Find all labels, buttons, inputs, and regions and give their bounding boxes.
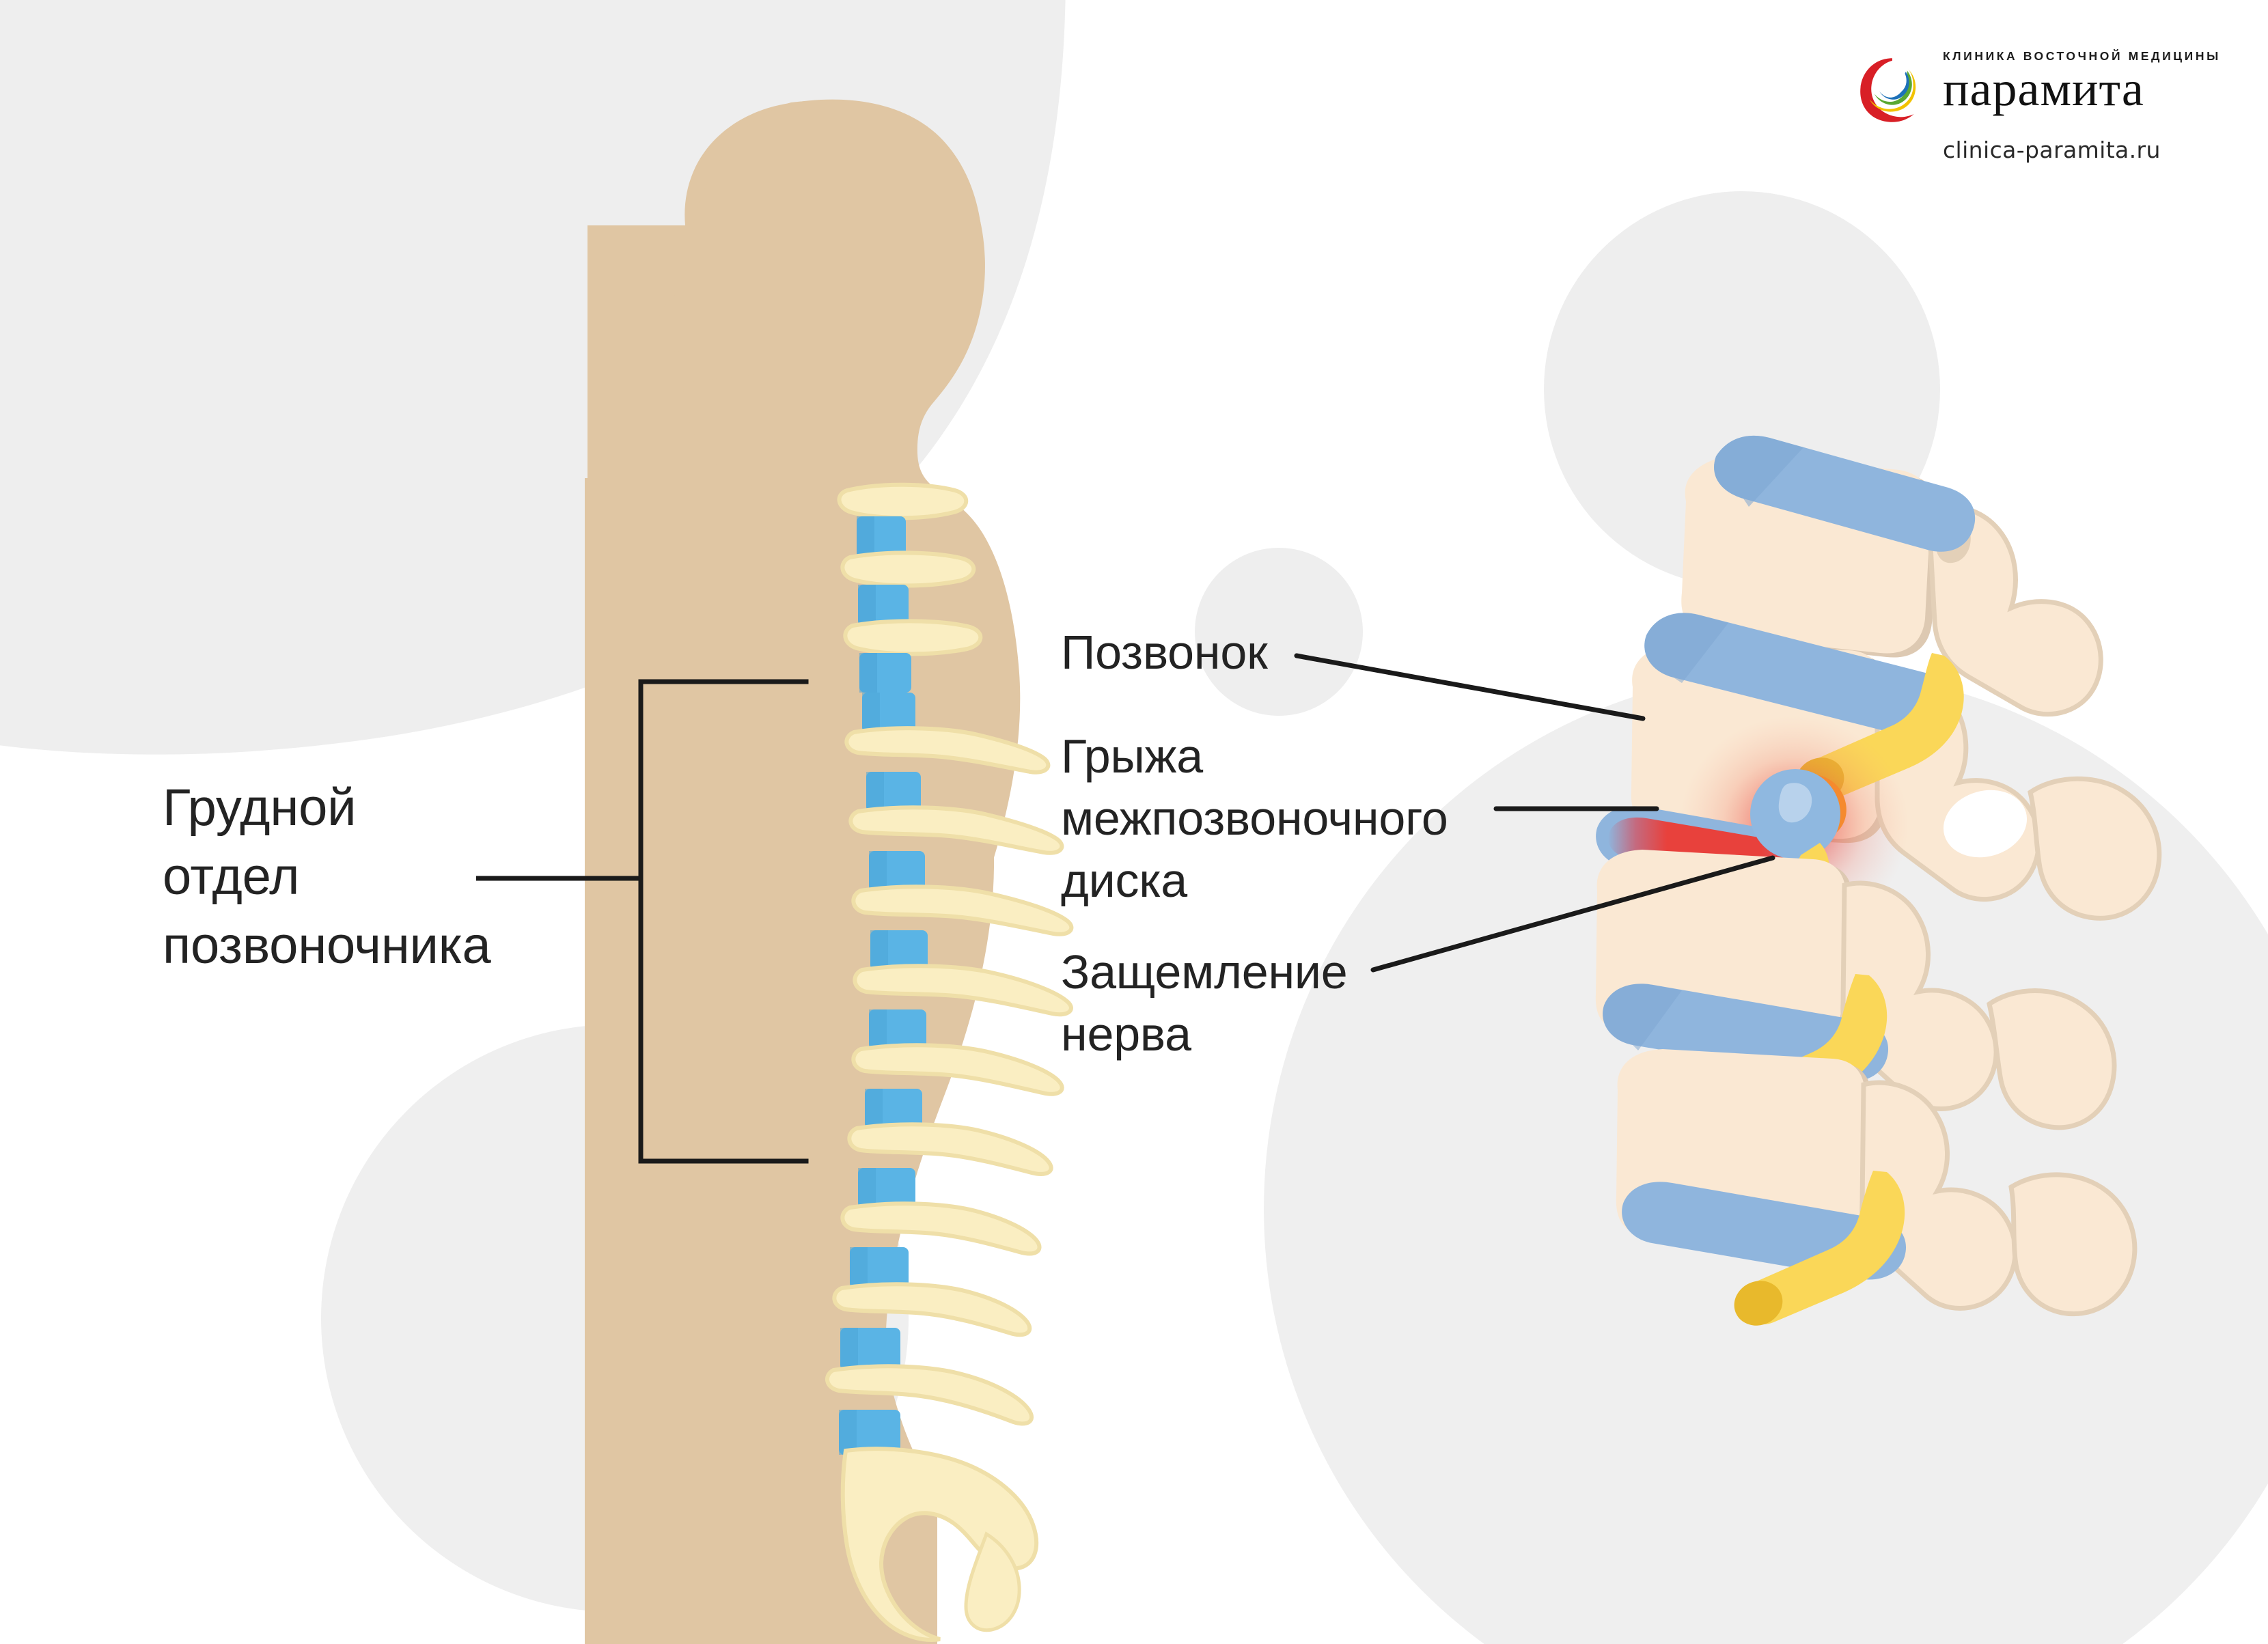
torso — [585, 478, 995, 1644]
cervical-vertebrae — [837, 482, 983, 693]
logo-tagline: КЛИНИКА ВОСТОЧНОЙ МЕДИЦИНЫ — [1943, 49, 2221, 63]
nerve-root-4 — [1734, 1171, 1905, 1326]
clinic-logo[interactable]: КЛИНИКА ВОСТОЧНОЙ МЕДИЦИНЫ парамита clin… — [1855, 49, 2218, 163]
vertebral-foramen — [1943, 790, 2028, 858]
intervertebral-disc-1 — [1714, 435, 1976, 552]
thoracic-vertebrae — [825, 693, 1074, 1455]
right-panel-vertebrae-closeup — [1294, 435, 2162, 1326]
bg-circle-small-mid — [1195, 548, 1363, 716]
spine-column — [825, 482, 1074, 1642]
logo-url[interactable]: clinica-paramita.ru — [1943, 137, 2161, 163]
sacrum-coccyx — [840, 1447, 1039, 1642]
intervertebral-disc-2 — [1644, 613, 1961, 740]
vertebra-4-spinous-process — [2008, 1172, 2138, 1317]
label-herniated-disc: Грыжа межпозвоночного диска — [1061, 729, 1448, 907]
nose — [646, 258, 691, 352]
label-pinched-nerve: Защемление нерва — [1061, 945, 1348, 1061]
leader-line-vertebra — [1294, 653, 1646, 721]
vertebra-1-arch — [1924, 503, 2103, 717]
jaw — [683, 374, 758, 478]
paramita-logo-icon — [1860, 58, 1916, 122]
vertebra-3-spinous-process — [1987, 988, 2117, 1130]
vertebra-2-spinous-process — [2028, 776, 2162, 921]
logo-wordmark: КЛИНИКА ВОСТОЧНОЙ МЕДИЦИНЫ парамита — [1943, 49, 2221, 116]
label-thoracic-spine: Грудной отдел позвоночника — [163, 779, 491, 975]
logo-name: парамита — [1943, 61, 2144, 116]
left-panel-body-with-spine — [476, 99, 1074, 1644]
disc-bulge-highlight — [1778, 783, 1812, 823]
label-vertebra: Позвонок — [1061, 626, 1268, 679]
leader-line-pinched-nerve — [1370, 855, 1775, 973]
thoracic-bracket — [638, 679, 809, 1164]
vertebra-1 — [1681, 455, 2103, 717]
